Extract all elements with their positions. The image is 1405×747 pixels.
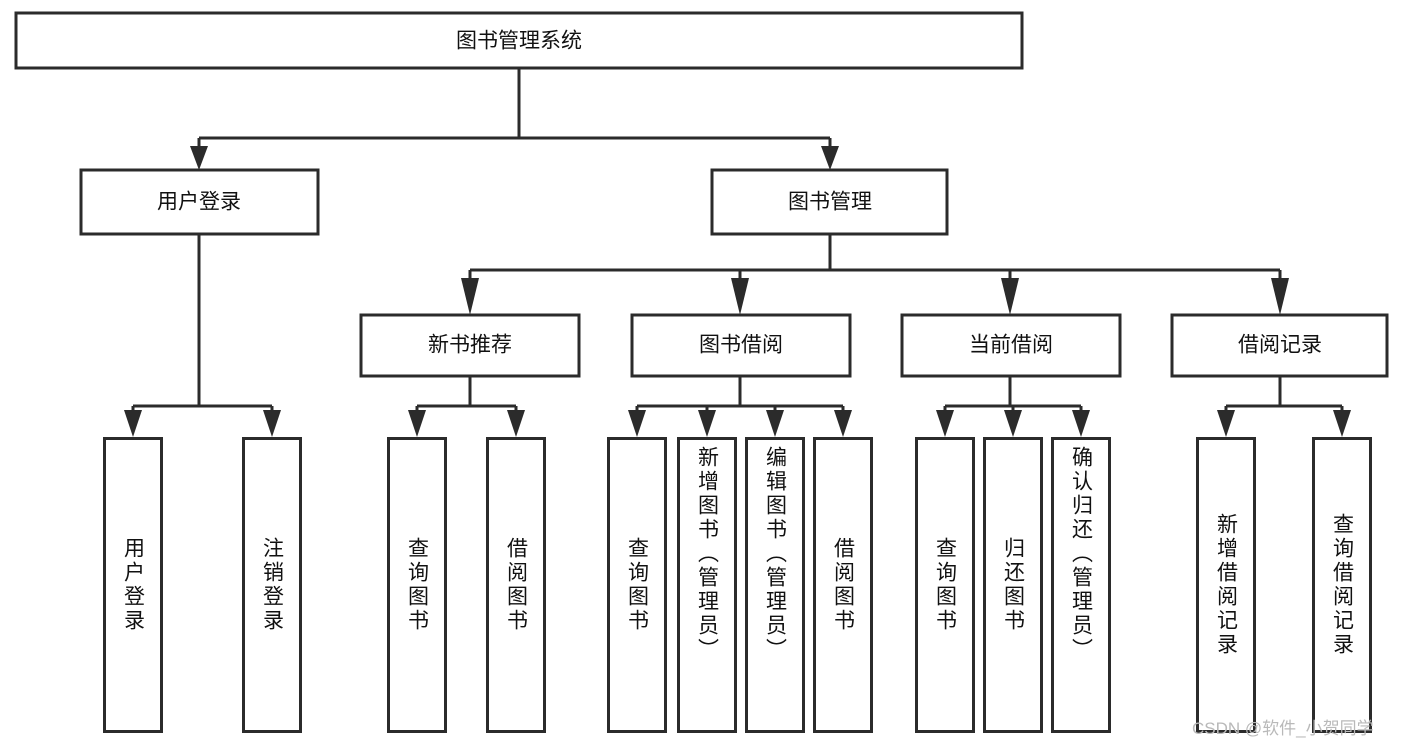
node-root-label: 图书管理系统 — [456, 30, 582, 53]
node-new-book-rec[interactable]: 新书推荐 — [359, 313, 581, 378]
leaf-node-borrow-book-2[interactable]: 借阅图书 — [813, 437, 873, 733]
arrow-head-add-book — [698, 410, 716, 437]
edges-book-manage-to-level2 — [461, 234, 1289, 315]
arrow-head-user-logout-leaf — [263, 410, 281, 437]
edges-root-to-level1 — [190, 68, 839, 170]
leaf-node-query-book-3[interactable]: 查询图书 — [915, 437, 975, 733]
node-current-borrow-box[interactable] — [900, 313, 1122, 378]
arrow-head-add-record — [1217, 410, 1235, 437]
node-book-borrow-label: 图书借阅 — [699, 334, 783, 357]
leaf-label-confirm-return: 确认归还（管理员） — [1069, 446, 1093, 662]
arrow-head-query-book-2 — [628, 410, 646, 437]
arrow-head-return-book — [1004, 410, 1022, 437]
leaf-label-return-book: 归还图书 — [1001, 537, 1025, 633]
node-book-manage-box[interactable] — [710, 168, 949, 236]
node-book-borrow-box[interactable] — [630, 313, 852, 378]
node-borrow-record-label: 借阅记录 — [1238, 334, 1322, 357]
leaf-label-edit-book: 编辑图书（管理员） — [763, 446, 787, 662]
arrow-head-user-login — [190, 146, 208, 170]
leaf-node-add-book[interactable]: 新增图书（管理员） — [677, 437, 737, 733]
edges-book-borrow-to-leaves — [628, 376, 852, 437]
node-borrow-record-box[interactable] — [1170, 313, 1389, 378]
leaf-label-user-login: 用户登录 — [121, 537, 145, 633]
arrow-head-book-manage — [821, 146, 839, 170]
leaf-node-confirm-return[interactable]: 确认归还（管理员） — [1051, 437, 1111, 733]
node-current-borrow-label: 当前借阅 — [969, 334, 1053, 357]
edges-current-borrow-to-leaves — [936, 376, 1090, 437]
leaf-node-query-book-1[interactable]: 查询图书 — [387, 437, 447, 733]
arrow-head-borrow-book-2 — [834, 410, 852, 437]
node-root[interactable]: 图书管理系统 — [14, 11, 1024, 70]
edges-new-book-rec-to-leaves — [408, 376, 525, 437]
arrow-head-current-borrow — [1001, 278, 1019, 315]
leaf-label-query-book-3: 查询图书 — [933, 537, 957, 633]
leaf-label-query-record: 查询借阅记录 — [1330, 513, 1354, 657]
leaf-node-query-book-2[interactable]: 查询图书 — [607, 437, 667, 733]
node-book-manage-label: 图书管理 — [788, 191, 872, 214]
node-user-login-box[interactable] — [79, 168, 320, 236]
arrow-head-edit-book — [766, 410, 784, 437]
leaf-label-query-book-1: 查询图书 — [405, 537, 429, 633]
leaf-node-borrow-book-1[interactable]: 借阅图书 — [486, 437, 546, 733]
node-borrow-record[interactable]: 借阅记录 — [1170, 313, 1389, 378]
leaf-node-user-login[interactable]: 用户登录 — [103, 437, 163, 733]
arrow-head-borrow-book-1 — [507, 410, 525, 437]
node-book-borrow[interactable]: 图书借阅 — [630, 313, 852, 378]
leaf-node-user-logout[interactable]: 注销登录 — [242, 437, 302, 733]
arrow-head-borrow-record — [1271, 278, 1289, 315]
node-root-box[interactable] — [14, 11, 1024, 70]
node-new-book-rec-box[interactable] — [359, 313, 581, 378]
node-new-book-rec-label: 新书推荐 — [428, 334, 512, 357]
leaf-label-borrow-book-1: 借阅图书 — [504, 537, 528, 633]
leaf-label-add-record: 新增借阅记录 — [1214, 513, 1238, 657]
edges-borrow-record-to-leaves — [1217, 376, 1351, 437]
node-current-borrow[interactable]: 当前借阅 — [900, 313, 1122, 378]
edges-user-login-to-leaves — [124, 234, 281, 437]
node-user-login-label: 用户登录 — [157, 191, 241, 214]
leaf-node-edit-book[interactable]: 编辑图书（管理员） — [745, 437, 805, 733]
leaf-node-return-book[interactable]: 归还图书 — [983, 437, 1043, 733]
arrow-head-query-book-1 — [408, 410, 426, 437]
leaf-label-query-book-2: 查询图书 — [625, 537, 649, 633]
leaf-node-query-record[interactable]: 查询借阅记录 — [1312, 437, 1372, 733]
leaf-node-add-record[interactable]: 新增借阅记录 — [1196, 437, 1256, 733]
leaf-label-borrow-book-2: 借阅图书 — [831, 537, 855, 633]
arrow-head-new-book-rec — [461, 278, 479, 315]
node-book-manage[interactable]: 图书管理 — [710, 168, 949, 236]
arrow-head-book-borrow — [731, 278, 749, 315]
leaf-label-user-logout: 注销登录 — [260, 537, 284, 633]
leaf-label-add-book: 新增图书（管理员） — [695, 446, 719, 662]
arrow-head-confirm-return — [1072, 410, 1090, 437]
node-user-login[interactable]: 用户登录 — [79, 168, 320, 236]
arrow-head-user-login-leaf — [124, 410, 142, 437]
arrow-head-query-book-3 — [936, 410, 954, 437]
arrow-head-query-record — [1333, 410, 1351, 437]
